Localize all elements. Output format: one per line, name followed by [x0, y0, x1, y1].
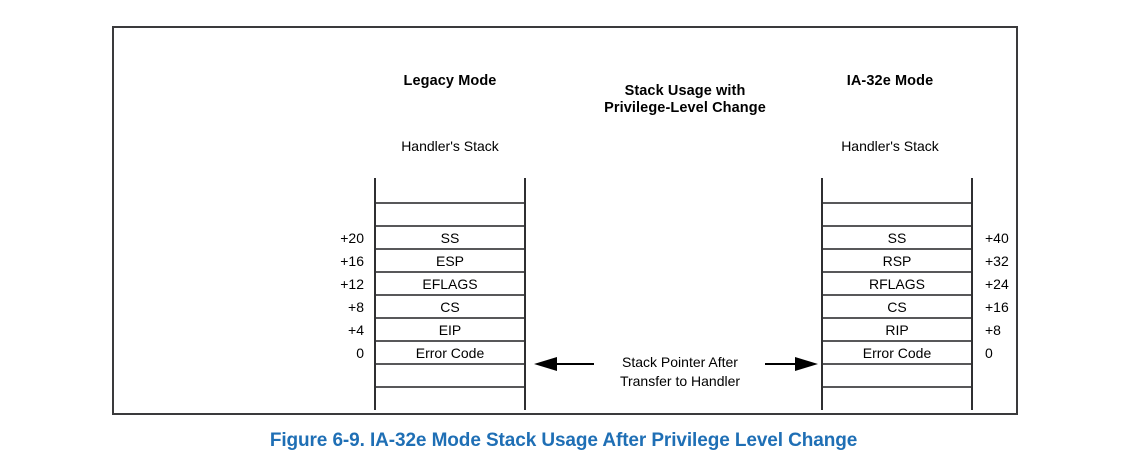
legacy-handlers-stack-label: Handler's Stack [401, 138, 499, 154]
table-row: +20 SS [340, 225, 524, 248]
row-offset: +8 [348, 298, 364, 315]
row-label: EIP [438, 321, 462, 338]
row-offset: +24 [985, 275, 1009, 292]
table-row: 0 Error Code [823, 340, 993, 363]
arrow-left-icon [534, 356, 594, 377]
legacy-stack-table: +20 SS +16 ESP +12 EFLAGS +8 CS +4 EIP 0… [340, 178, 526, 410]
table-row: +24 RFLAGS [823, 271, 1009, 294]
table-row [376, 363, 524, 386]
ia32e-stack-table: +40 SS +32 RSP +24 RFLAGS +16 CS +8 RIP … [821, 178, 1009, 410]
row-label: RSP [882, 252, 912, 269]
row-offset: +12 [340, 275, 364, 292]
table-row [823, 202, 971, 225]
table-row: 0 Error Code [356, 340, 524, 363]
table-row [823, 363, 971, 386]
ia32e-handlers-stack-label: Handler's Stack [841, 138, 939, 154]
row-offset: +40 [985, 229, 1009, 246]
legacy-mode-title: Legacy Mode [403, 73, 497, 89]
row-offset: 0 [985, 344, 993, 361]
row-offset: +16 [985, 298, 1009, 315]
row-offset: 0 [356, 344, 364, 361]
arrow-right-icon [765, 356, 818, 377]
row-offset: +16 [340, 252, 364, 269]
row-label: SS [887, 229, 907, 246]
table-row [376, 386, 524, 410]
table-row [823, 386, 971, 410]
figure-caption: Figure 6-9. IA-32e Mode Stack Usage Afte… [269, 430, 858, 451]
row-offset: +4 [348, 321, 364, 338]
row-offset: +20 [340, 229, 364, 246]
table-row: +4 EIP [348, 317, 524, 340]
figure-center-title: Stack Usage with Privilege-Level Change [604, 83, 766, 116]
row-offset: +32 [985, 252, 1009, 269]
row-label: RFLAGS [868, 275, 925, 292]
row-label: Error Code [862, 344, 932, 361]
table-row [823, 178, 971, 202]
row-label: Error Code [415, 344, 485, 361]
row-label: ESP [435, 252, 464, 269]
table-row: +8 CS [348, 294, 524, 317]
row-label: CS [440, 298, 460, 315]
row-label: EFLAGS [422, 275, 478, 292]
table-row: +16 ESP [340, 248, 524, 271]
table-row: +32 RSP [823, 248, 1009, 271]
row-offset: +8 [985, 321, 1001, 338]
row-label: RIP [885, 321, 909, 338]
table-row [376, 178, 524, 202]
table-row: +40 SS [823, 225, 1009, 248]
stack-pointer-annotation: Stack Pointer After Transfer to Handler [619, 354, 741, 389]
figure-frame: Legacy Mode Stack Usage with Privilege-L… [112, 26, 1018, 415]
table-row: +16 CS [823, 294, 1009, 317]
ia32e-mode-title: IA-32e Mode [846, 73, 934, 89]
row-label: SS [440, 229, 460, 246]
table-row: +8 RIP [823, 317, 1001, 340]
row-label: CS [887, 298, 907, 315]
table-row: +12 EFLAGS [340, 271, 524, 294]
table-row [376, 202, 524, 225]
